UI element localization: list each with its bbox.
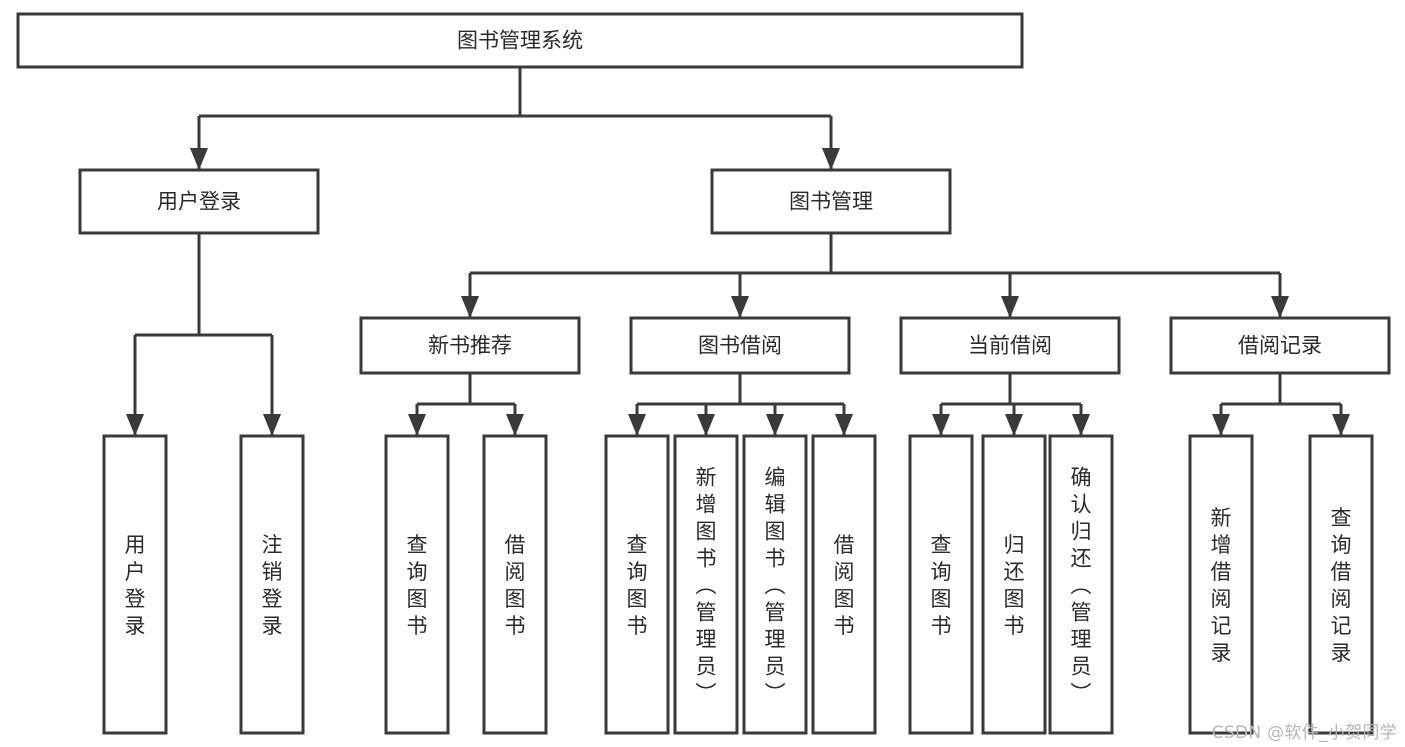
node-label: 新增借阅记录 [1211, 506, 1232, 665]
node-label: 注销登录 [262, 533, 283, 638]
node-box [239, 434, 305, 735]
arrow-head-icon [628, 414, 646, 436]
node-label: 编辑图书︵管理员︶ [765, 466, 786, 706]
node-label: 查询图书 [931, 533, 952, 638]
node-leaf-add-book[interactable]: 新增图书︵管理员︶ [673, 434, 739, 735]
node-root[interactable]: 图书管理系统 [16, 12, 1024, 69]
node-box [899, 316, 1121, 375]
arrow-head-icon [190, 148, 208, 170]
node-box [908, 434, 974, 735]
arrow-head-icon [1212, 414, 1230, 436]
node-label: 借阅图书 [505, 533, 526, 638]
node-box [1048, 434, 1114, 735]
arrow-head-icon [766, 414, 784, 436]
node-leaf-return-book[interactable]: 归还图书 [981, 434, 1047, 735]
node-box [604, 434, 670, 735]
node-borrow-record[interactable]: 借阅记录 [1169, 316, 1391, 375]
arrow-head-icon [1332, 414, 1350, 436]
node-label: 新书推荐 [428, 334, 512, 358]
node-leaf-query-book-3[interactable]: 查询图书 [908, 434, 974, 735]
node-label: 图书管理系统 [457, 29, 583, 53]
node-box [482, 434, 548, 735]
arrow-head-icon [1072, 414, 1090, 436]
arrow-head-icon [835, 414, 853, 436]
arrow-head-icon [1001, 296, 1019, 318]
node-leaf-add-record[interactable]: 新增借阅记录 [1188, 434, 1254, 735]
node-label: 归还图书 [1004, 533, 1025, 638]
node-leaf-logout[interactable]: 注销登录 [239, 434, 305, 735]
node-label: 查询借阅记录 [1331, 506, 1352, 665]
node-box [981, 434, 1047, 735]
node-box [673, 434, 739, 735]
node-label: 用户登录 [157, 190, 241, 214]
node-book-manage[interactable]: 图书管理 [710, 168, 952, 235]
node-label: 图书管理 [789, 190, 873, 214]
arrow-head-icon [461, 296, 479, 318]
csdn-watermark: CSDN @软件_小贺同学 [1211, 723, 1397, 743]
node-label: 借阅图书 [834, 533, 855, 638]
arrow-head-icon [697, 414, 715, 436]
arrow-head-icon [506, 414, 524, 436]
node-box [1308, 434, 1374, 735]
arrow-head-icon [731, 296, 749, 318]
node-label: 新增图书︵管理员︶ [696, 466, 717, 706]
node-label: 查询图书 [407, 533, 428, 638]
edges-layer [126, 67, 1350, 436]
node-leaf-borrow-book-2[interactable]: 借阅图书 [811, 434, 877, 735]
node-box [1169, 316, 1391, 375]
node-box [384, 434, 450, 735]
arrow-head-icon [1271, 296, 1289, 318]
node-leaf-query-book-1[interactable]: 查询图书 [384, 434, 450, 735]
node-leaf-confirm-return[interactable]: 确认归还︵管理员︶ [1048, 434, 1114, 735]
node-user-login[interactable]: 用户登录 [78, 168, 320, 235]
arrow-head-icon [822, 148, 840, 170]
node-leaf-query-record[interactable]: 查询借阅记录 [1308, 434, 1374, 735]
node-box [78, 168, 320, 235]
nodes-layer: 图书管理系统用户登录图书管理新书推荐图书借阅当前借阅借阅记录用户登录注销登录查询… [16, 12, 1391, 735]
node-leaf-query-book-2[interactable]: 查询图书 [604, 434, 670, 735]
node-box [102, 434, 168, 735]
arrow-head-icon [932, 414, 950, 436]
arrow-head-icon [263, 414, 281, 436]
node-new-book-recommend[interactable]: 新书推荐 [359, 316, 581, 375]
node-box [16, 12, 1024, 69]
node-label: 查询图书 [627, 533, 648, 638]
node-box [359, 316, 581, 375]
node-label: 确认归还︵管理员︶ [1071, 466, 1092, 706]
node-book-borrow[interactable]: 图书借阅 [629, 316, 851, 375]
node-label: 图书借阅 [698, 334, 782, 358]
node-box [710, 168, 952, 235]
arrow-head-icon [126, 414, 144, 436]
node-box [811, 434, 877, 735]
node-label: 用户登录 [125, 533, 146, 638]
arrow-head-icon [1005, 414, 1023, 436]
node-label: 当前借阅 [968, 334, 1052, 358]
node-leaf-edit-book[interactable]: 编辑图书︵管理员︶ [742, 434, 808, 735]
arrow-head-icon [408, 414, 426, 436]
node-box [742, 434, 808, 735]
node-leaf-user-login[interactable]: 用户登录 [102, 434, 168, 735]
node-leaf-borrow-book-1[interactable]: 借阅图书 [482, 434, 548, 735]
node-label: 借阅记录 [1238, 334, 1322, 358]
node-box [1188, 434, 1254, 735]
node-current-borrow[interactable]: 当前借阅 [899, 316, 1121, 375]
node-box [629, 316, 851, 375]
